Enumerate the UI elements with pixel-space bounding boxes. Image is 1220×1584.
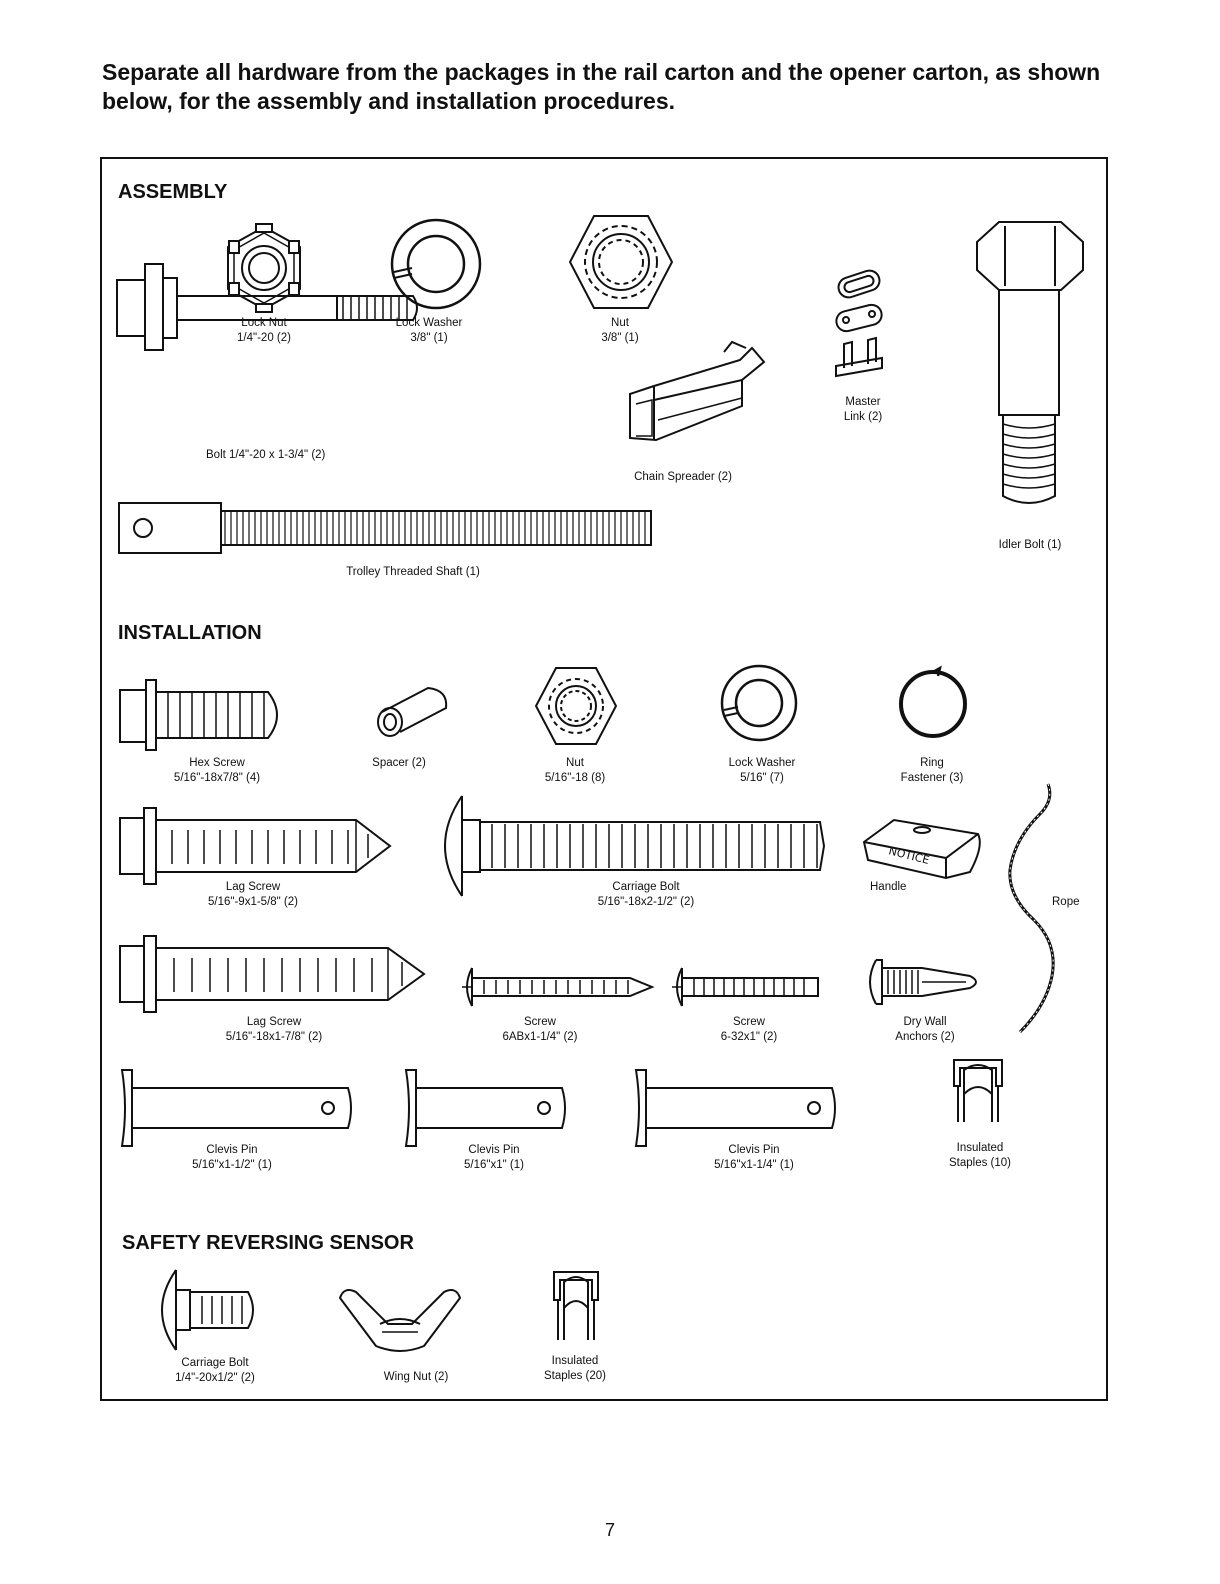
screw-6ab-illustration xyxy=(460,966,654,1008)
screw-6-32-illustration xyxy=(670,966,822,1008)
carriage-bolt-illustration xyxy=(434,794,830,898)
wing-nut-illustration xyxy=(338,1284,462,1356)
hex-screw-illustration xyxy=(118,678,290,752)
clevis-pin-medium-illustration xyxy=(634,1068,840,1148)
section-title-assembly: ASSEMBLY xyxy=(118,181,228,203)
idler-bolt-illustration xyxy=(975,220,1085,520)
page-number: 7 xyxy=(604,1520,615,1540)
handle-label: Handle xyxy=(870,881,907,893)
nut-illustration xyxy=(534,666,618,746)
hardware-panel xyxy=(100,157,1108,1401)
lock-washer-5-16-illustration xyxy=(718,662,800,744)
sensor-insulated-staple-illustration xyxy=(550,1268,602,1346)
hex-nut-illustration xyxy=(566,212,676,312)
drywall-anchor-illustration xyxy=(862,958,986,1006)
master-link-illustration xyxy=(828,268,890,386)
bolt-illustration xyxy=(115,262,425,352)
rope-label: Rope xyxy=(1052,896,1080,908)
lag-screw-illustration xyxy=(118,806,394,884)
spacer-illustration xyxy=(368,682,452,738)
sensor-carriage-bolt-illustration xyxy=(154,1268,262,1352)
idler-bolt-label: Idler Bolt (1) xyxy=(998,539,1062,551)
intro-instruction: Separate all hardware from the packages … xyxy=(102,59,1101,114)
bolt-label: Bolt 1/4"-20 x 1-3/4" (2) xyxy=(206,449,326,461)
section-title-safety-sensor: SAFETY REVERSING SENSOR xyxy=(122,1232,414,1254)
ring-fastener-illustration xyxy=(896,666,970,740)
rope-illustration xyxy=(1004,780,1066,1040)
clevis-pin-illustration xyxy=(120,1068,356,1148)
lock-nut-illustration xyxy=(218,223,310,313)
clevis-pin-short-illustration xyxy=(404,1068,570,1148)
trolley-shaft-label: Trolley Threaded Shaft (1) xyxy=(346,566,480,578)
lock-washer-illustration xyxy=(388,216,484,312)
handle-illustration: NOTICE xyxy=(862,816,984,882)
lag-screw-long-illustration xyxy=(118,934,428,1014)
insulated-staple-illustration xyxy=(950,1056,1006,1128)
wing-nut-label: Wing Nut (2) xyxy=(383,1371,449,1383)
spacer-label: Spacer (2) xyxy=(372,757,426,769)
chain-spreader-label: Chain Spreader (2) xyxy=(634,471,732,483)
section-title-installation: INSTALLATION xyxy=(118,622,262,644)
chain-spreader-illustration xyxy=(624,340,768,458)
trolley-threaded-shaft-illustration xyxy=(117,497,657,559)
